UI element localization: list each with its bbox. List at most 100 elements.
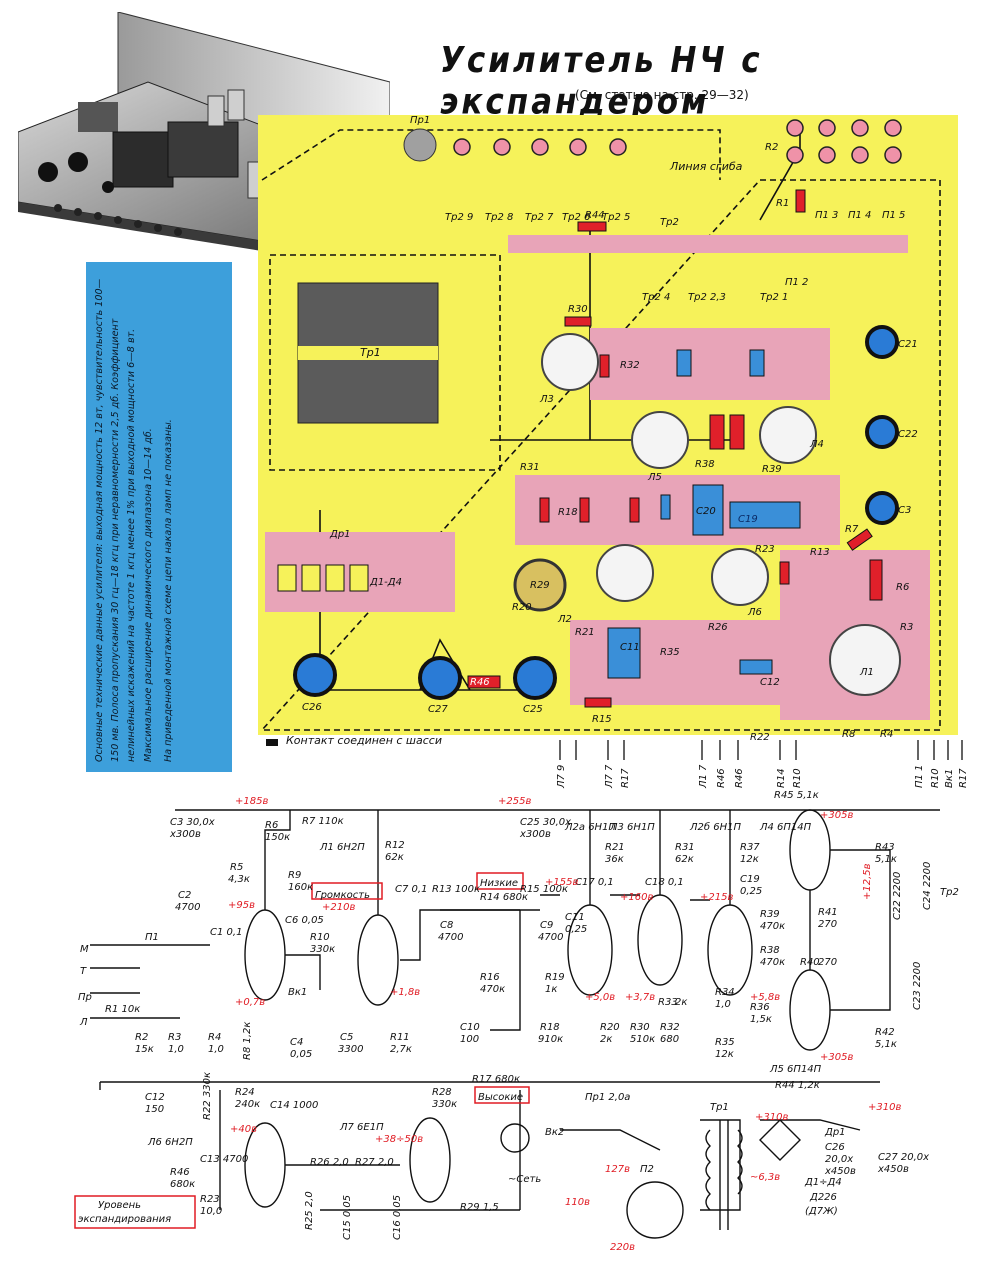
- svg-text:R1 10к: R1 10к: [105, 1004, 140, 1015]
- svg-text:+310в: +310в: [755, 1112, 788, 1123]
- svg-text:R8 1,2к: R8 1,2к: [242, 1022, 253, 1060]
- label-r26: R26: [708, 622, 728, 633]
- svg-text:4700: 4700: [438, 932, 463, 943]
- label-c12: С12: [760, 677, 780, 688]
- svg-text:R43: R43: [875, 842, 895, 853]
- label-l3: Л3: [539, 394, 554, 405]
- svg-text:х450в: х450в: [877, 1164, 909, 1175]
- svg-text:R13 100к: R13 100к: [432, 884, 480, 895]
- svg-text:+0,7в: +0,7в: [235, 997, 265, 1008]
- svg-text:Вк1: Вк1: [944, 769, 955, 788]
- svg-text:С24 2200: С24 2200: [922, 862, 933, 910]
- svg-text:Л6 6Н2П: Л6 6Н2П: [147, 1137, 193, 1148]
- svg-text:+215в: +215в: [700, 892, 733, 903]
- resistor-r44: [577, 221, 607, 232]
- svg-text:+155в: +155в: [545, 877, 578, 888]
- svg-text:R5: R5: [230, 862, 243, 873]
- svg-text:2к: 2к: [600, 1034, 612, 1045]
- svg-text:Д226: Д226: [809, 1192, 837, 1203]
- svg-text:х300в: х300в: [519, 829, 551, 840]
- svg-text:R17 680к: R17 680к: [472, 1074, 520, 1085]
- svg-text:Л7 9: Л7 9: [556, 765, 567, 789]
- tube-socket-l1: [829, 624, 901, 696]
- voltage-185: +185в: [235, 796, 268, 807]
- svg-text:470к: 470к: [760, 957, 785, 968]
- svg-text:R14: R14: [776, 768, 787, 788]
- bass-label: Низкие: [480, 878, 518, 889]
- capacitor-c24: [749, 349, 765, 377]
- svg-text:С10: С10: [460, 1022, 480, 1033]
- specs-panel: Основные технические данные усилителя: в…: [86, 262, 232, 772]
- label-p1-4: П1 4: [848, 210, 871, 221]
- jack-c27: [418, 656, 462, 700]
- svg-text:С17 0,1: С17 0,1: [575, 877, 614, 888]
- fuse-holder-pr1: [403, 128, 437, 162]
- svg-text:R41: R41: [818, 907, 838, 918]
- svg-text:R39: R39: [760, 909, 780, 920]
- svg-text:1к: 1к: [545, 984, 557, 995]
- svg-text:150: 150: [145, 1104, 164, 1115]
- svg-text:Л5 6П14П: Л5 6П14П: [769, 1064, 822, 1075]
- svg-text:R32: R32: [660, 1022, 680, 1033]
- svg-text:С6 0,05: С6 0,05: [285, 915, 324, 926]
- svg-text:R33: R33: [658, 997, 678, 1008]
- resistor-r19: [579, 497, 590, 523]
- svg-text:С4: С4: [290, 1037, 303, 1048]
- label-r38: R38: [695, 459, 715, 470]
- specs-paragraph-main: Основные технические данные усилителя: в…: [94, 278, 154, 762]
- svg-text:110в: 110в: [565, 1197, 590, 1208]
- jack-c25: [513, 656, 557, 700]
- resistor-r9: [869, 559, 883, 601]
- svg-text:+5,8в: +5,8в: [750, 992, 780, 1003]
- svg-text:R36: R36: [750, 1002, 770, 1013]
- input-m: М: [80, 944, 89, 955]
- label-c20: С20: [696, 506, 716, 517]
- label-p1-2: П1 2: [785, 277, 808, 288]
- diode-d3: [325, 564, 345, 592]
- page-subtitle: (См. статью на стр. 29—32): [575, 88, 749, 102]
- tube-socket-l4: [759, 406, 817, 464]
- svg-text:Л3 6Н1П: Л3 6Н1П: [609, 822, 655, 833]
- specs-text: Основные технические данные усилителя: в…: [92, 266, 226, 762]
- wiring-board: Линия сгиба Тр1: [258, 115, 969, 789]
- svg-text:С11: С11: [565, 912, 585, 923]
- svg-text:Л4 6П14П: Л4 6П14П: [759, 822, 812, 833]
- svg-text:R28: R28: [432, 1087, 452, 1098]
- svg-text:С9: С9: [540, 920, 553, 931]
- label-r21: R21: [575, 627, 595, 638]
- svg-text:С7 0,1: С7 0,1: [395, 884, 427, 895]
- svg-text:С15 0,05: С15 0,05: [342, 1195, 353, 1240]
- transformer-tr1-label: Тр1: [360, 346, 381, 359]
- capacitor-c19: [729, 501, 801, 529]
- tube-socket-l5: [631, 411, 689, 469]
- tube-l5: [789, 969, 831, 1051]
- svg-text:270: 270: [818, 957, 837, 968]
- svg-text:R46: R46: [734, 768, 745, 788]
- label-c11: С11: [620, 642, 640, 653]
- svg-text:R34: R34: [715, 987, 735, 998]
- svg-text:+40в: +40в: [230, 1124, 257, 1135]
- svg-text:330к: 330к: [310, 944, 335, 955]
- label-r39: R39: [762, 464, 782, 475]
- svg-text:10,0: 10,0: [200, 1206, 222, 1217]
- svg-text:2,7к: 2,7к: [390, 1044, 412, 1055]
- label-l1: Л1: [859, 667, 874, 678]
- jack-c22: [865, 415, 899, 449]
- label-l4: Л4: [809, 439, 824, 450]
- resistor-r23: [779, 561, 790, 585]
- label-r23: R23: [755, 544, 775, 555]
- svg-text:R35: R35: [715, 1037, 735, 1048]
- label-c3: С3: [898, 505, 911, 516]
- svg-text:R18: R18: [540, 1022, 560, 1033]
- svg-text:Л7 7: Л7 7: [604, 764, 615, 789]
- svg-text:С23 2200: С23 2200: [912, 962, 923, 1010]
- label-p1-5: П1 5: [882, 210, 905, 221]
- svg-text:470к: 470к: [480, 984, 505, 995]
- svg-text:R11: R11: [390, 1032, 410, 1043]
- resistor-r16: [629, 497, 640, 523]
- svg-text:330к: 330к: [432, 1099, 457, 1110]
- svg-text:+5,0в: +5,0в: [585, 992, 615, 1003]
- diode-d1: [277, 564, 297, 592]
- svg-text:R16: R16: [480, 972, 500, 983]
- label-r32: R32: [620, 360, 640, 371]
